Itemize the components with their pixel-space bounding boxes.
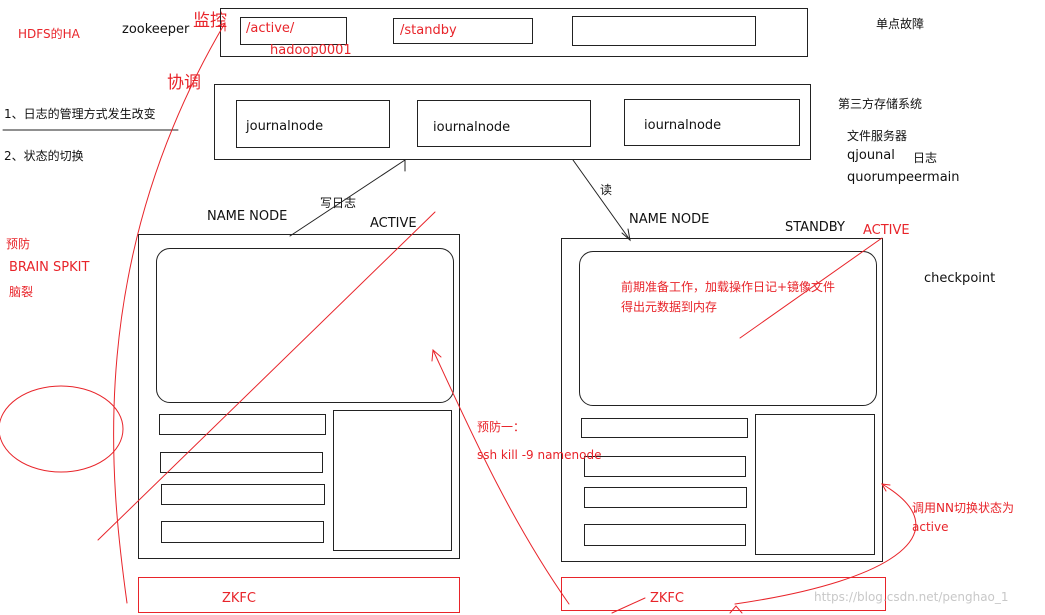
file-server-label: 文件服务器 <box>847 129 908 143</box>
hdfs-ha-label: HDFS的HA <box>18 27 80 41</box>
right-namenode-memory-line-1: 前期准备工作，加载操作日记+镜像文件 <box>621 280 836 294</box>
zk-standby-node <box>393 18 533 44</box>
zk-standby-path: /standby <box>400 23 457 38</box>
journalnode-label-1: journalnode <box>246 119 324 134</box>
checkpoint-label: checkpoint <box>924 271 996 286</box>
call-nn-line-2: active <box>912 520 949 534</box>
right-namenode-slot-1 <box>581 418 748 438</box>
journalnode-label-3: iournalnode <box>644 118 722 133</box>
zk-hadoop-host: hadoop0001 <box>270 43 352 58</box>
coordinate-label: 协调 <box>167 73 201 93</box>
zk-empty-node <box>572 16 756 46</box>
prevention-one-command: ssh kill -9 namenode <box>477 448 602 462</box>
journalnode-box-1 <box>236 100 390 148</box>
watermark: https://blog.csdn.net/penghao_1 <box>814 590 1009 604</box>
zk-active-path: /active/ <box>246 21 295 36</box>
right-namenode-side-panel <box>755 414 875 555</box>
right-namenode-memory <box>579 251 877 406</box>
zookeeper-label: zookeeper <box>122 22 190 37</box>
right-namenode-memory-line-2: 得出元数据到内存 <box>621 300 718 314</box>
write-log-label: 写日志 <box>320 196 357 210</box>
right-namenode-state-red: ACTIVE <box>863 223 910 238</box>
journalnode-box-3 <box>624 99 800 146</box>
brain-split-circle <box>0 385 124 473</box>
quorum-label: quorumpeermain <box>847 170 960 185</box>
prevent-label: 预防 <box>6 237 31 251</box>
journalnode-box-2 <box>417 100 591 147</box>
qjournal-label: qjounal <box>847 148 895 163</box>
left-namenode-slot-3 <box>161 484 325 505</box>
zkfc-right-curve-head <box>881 483 891 492</box>
single-point-failure-label: 单点故障 <box>876 17 925 31</box>
log-label: 日志 <box>913 151 938 165</box>
right-namenode-slot-2 <box>584 456 746 477</box>
left-namenode-state: ACTIVE <box>370 216 417 231</box>
right-namenode-title: NAME NODE <box>629 212 710 227</box>
list-item-2: 2、状态的切换 <box>4 149 84 163</box>
right-namenode-slot-3 <box>584 487 747 508</box>
zkfc-left-box <box>138 577 460 613</box>
call-nn-line-1: 调用NN切换状态为 <box>912 501 1014 515</box>
zkfc-left-label: ZKFC <box>222 591 256 606</box>
left-namenode-title: NAME NODE <box>207 209 288 224</box>
journalnode-label-2: iournalnode <box>433 120 511 135</box>
brain-split-chinese: 脑裂 <box>9 285 34 299</box>
zk-active-node <box>240 17 347 45</box>
third-party-storage-label: 第三方存储系统 <box>838 97 923 111</box>
right-namenode-slot-4 <box>584 524 746 546</box>
prevention-one-title: 预防一： <box>477 420 526 434</box>
read-label: 读 <box>600 183 613 197</box>
left-namenode-slot-4 <box>161 521 324 543</box>
brain-split-term: BRAIN SPKIT <box>9 260 90 275</box>
zkfc-right-label: ZKFC <box>650 591 684 606</box>
read-arrow <box>572 159 631 241</box>
left-namenode-side-panel <box>333 410 452 551</box>
list-item-1: 1、日志的管理方式发生改变 <box>4 107 156 121</box>
right-namenode-state: STANDBY <box>785 220 845 235</box>
left-namenode-slot-2 <box>160 452 323 473</box>
left-namenode-slot-1 <box>159 414 326 435</box>
left-namenode-memory <box>156 248 454 403</box>
